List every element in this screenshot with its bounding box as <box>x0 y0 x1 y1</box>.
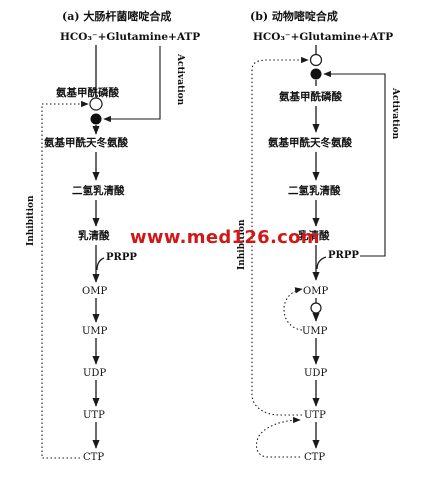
panel-b-activation-line <box>323 70 386 257</box>
panel-a-orotate: 乳清酸 <box>78 229 110 242</box>
panel-a-filled-enzyme-circle <box>90 113 102 125</box>
panel-b-reactants: HCO₃⁻+Glutamine+ATP <box>253 31 393 43</box>
panel-b-ctp-to-utp-feedback <box>255 416 301 458</box>
watermark: www.med126.com <box>130 227 320 248</box>
panel-a-inhibition-line <box>41 100 89 459</box>
panel-a-ctp: CTP <box>83 452 104 463</box>
panel-a-carbamoyl-aspartate: 氨基甲酰天冬氨酸 <box>44 136 128 149</box>
panel-b-udp: UDP <box>304 368 327 379</box>
panel-a-omp: OMP <box>82 286 107 297</box>
panel-a-inhibition-label: Inhibition <box>26 195 36 246</box>
panel-a-title: (a) 大肠杆菌嘧啶合成 <box>62 9 171 23</box>
panel-a-dihydroorotate: 二氢乳清酸 <box>72 184 125 197</box>
panel-a-open-enzyme-circle <box>89 97 103 111</box>
panel-b-utp: UTP <box>304 410 326 421</box>
panel-a-activation-label: Activation <box>175 53 185 106</box>
panel-b-dihydroorotate: 二氢乳清酸 <box>288 184 341 197</box>
panel-b-prpp-branch <box>316 256 327 270</box>
panel-b: (b) 动物嘧啶合成 HCO₃⁻+Glutamine+ATP 氨基甲酰磷酸 氨基… <box>237 9 400 463</box>
panel-b-filled-enzyme-circle <box>310 68 322 80</box>
panel-b-omp: OMP <box>303 286 328 297</box>
panel-b-open-enzyme-circle <box>309 53 323 67</box>
panel-a-carbamoyl-phosphate: 氨基甲酰磷酸 <box>56 86 119 99</box>
panel-b-orotate: 乳清酸 <box>298 229 330 242</box>
panel-a: (a) 大肠杆菌嘧啶合成 HCO₃⁻+Glutamine+ATP 氨基甲酰磷酸 … <box>26 9 200 463</box>
panel-a-utp: UTP <box>83 410 105 421</box>
panel-b-ump: UMP <box>302 326 328 337</box>
panel-b-carbamoyl-phosphate: 氨基甲酰磷酸 <box>279 90 342 103</box>
panel-a-udp: UDP <box>83 368 106 379</box>
panel-b-ump-feedback-loop <box>283 287 303 331</box>
panel-b-ctp: CTP <box>304 452 325 463</box>
panel-b-title: (b) 动物嘧啶合成 <box>250 9 338 23</box>
panel-b-activation-label: Activation <box>390 87 400 140</box>
panel-b-carbamoyl-aspartate: 氨基甲酰天冬氨酸 <box>268 136 352 149</box>
panel-b-omp-decarboxylase-circle <box>310 302 322 314</box>
panel-a-activation-line <box>103 46 161 123</box>
panel-a-reactants: HCO₃⁻+Glutamine+ATP <box>60 31 200 43</box>
panel-a-prpp: PRPP <box>106 252 137 263</box>
panel-a-ump: UMP <box>82 326 108 337</box>
panel-b-inhibition-label: Inhibition <box>237 219 247 270</box>
panel-b-prpp: PRPP <box>328 250 359 261</box>
panel-b-inhibition-line <box>251 56 309 416</box>
panel-a-prpp-branch <box>96 257 105 271</box>
